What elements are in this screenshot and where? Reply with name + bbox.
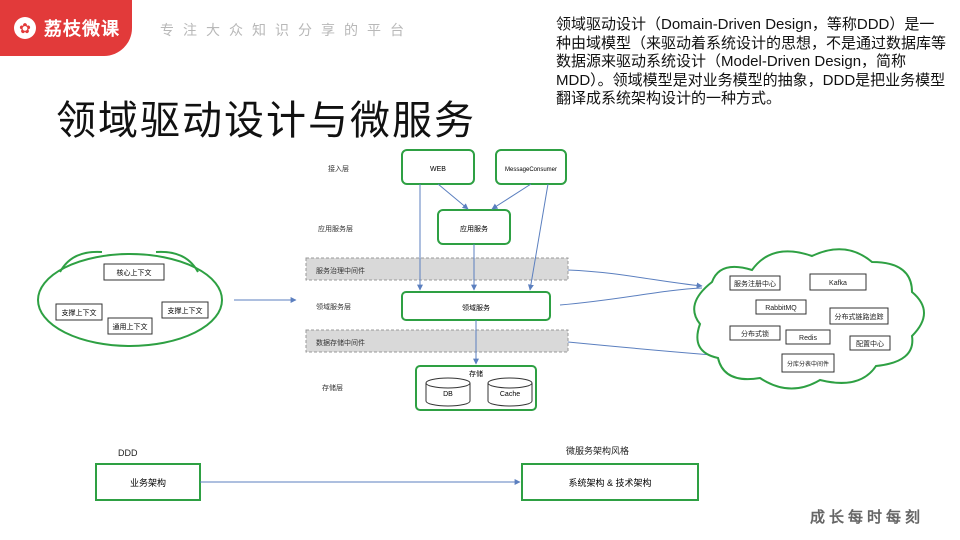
biz-arch-box — [95, 463, 201, 501]
layer-domain-label: 领域服务层 — [316, 302, 351, 311]
rabbitmq-box — [755, 299, 807, 315]
db-label: DB — [443, 391, 453, 398]
tracing-box — [829, 307, 889, 325]
rabbitmq-label: RabbitMQ — [765, 305, 797, 312]
kafka-label: Kafka — [829, 280, 847, 287]
sharding-box — [781, 353, 835, 373]
cache-label: Cache — [500, 391, 520, 398]
support-context-left-box — [55, 303, 103, 321]
web-label: WEB — [430, 166, 446, 173]
governance-band — [305, 257, 569, 281]
slogan: 专注大众知识分享的平台 — [160, 22, 413, 38]
core-context-box — [103, 263, 165, 281]
registry-box — [729, 275, 781, 291]
footer-motto: 成长每时每刻 — [809, 509, 924, 526]
layer-storage-label: 存储层 — [322, 383, 343, 392]
app-service-label: 应用服务 — [460, 224, 488, 233]
brand-mark-icon: ✿ — [14, 17, 36, 39]
layer-app-label: 应用服务层 — [318, 224, 353, 233]
ddd-label: DDD — [118, 448, 138, 458]
generic-context-box — [107, 317, 153, 335]
sys-arch-label: 系统架构 & 技术架构 — [568, 477, 651, 488]
registry-label: 服务注册中心 — [734, 279, 776, 288]
layer-governance-label: 服务治理中间件 — [316, 266, 365, 275]
sys-arch-box — [521, 463, 699, 501]
flow-arrows — [417, 183, 781, 365]
support-context-left-label: 支撑上下文 — [62, 308, 97, 317]
brand-logo[interactable]: ✿ 荔枝微课 — [0, 0, 132, 56]
redis-box — [785, 329, 831, 345]
tracing-label: 分布式链路追踪 — [835, 312, 884, 321]
mq-label: MessageConsumer — [505, 167, 557, 173]
layer-access-label: 接入层 — [328, 164, 349, 173]
microservice-style-label: 微服务架构风格 — [566, 445, 629, 456]
page-title: 领域驱动设计与微服务 — [56, 98, 476, 144]
sharding-label: 分库分表中间件 — [787, 360, 829, 368]
biz-arch-label: 业务架构 — [130, 477, 166, 488]
context-map-ellipse — [37, 253, 223, 347]
support-context-right-box — [161, 301, 209, 319]
generic-context-label: 通用上下文 — [113, 322, 148, 331]
support-context-right-label: 支撑上下文 — [168, 306, 203, 315]
storage-title: 存储 — [469, 369, 483, 378]
cache-cylinder — [487, 377, 533, 407]
brand-name: 荔枝微课 — [44, 19, 120, 39]
dist-lock-label: 分布式锁 — [741, 329, 769, 338]
dist-lock-box — [729, 325, 781, 341]
redis-label: Redis — [799, 335, 817, 342]
layer-datamid-label: 数据存储中间件 — [316, 338, 365, 347]
description-text: 领域驱动设计（Domain-Driven Design，等称DDD）是一种由域模… — [556, 16, 947, 107]
db-cylinder — [425, 377, 471, 407]
config-label: 配置中心 — [856, 339, 884, 348]
config-box — [849, 335, 891, 351]
domain-service-label: 领域服务 — [462, 303, 490, 312]
core-context-label: 核心上下文 — [117, 268, 152, 277]
datamid-band — [305, 329, 569, 353]
kafka-box — [809, 273, 867, 291]
